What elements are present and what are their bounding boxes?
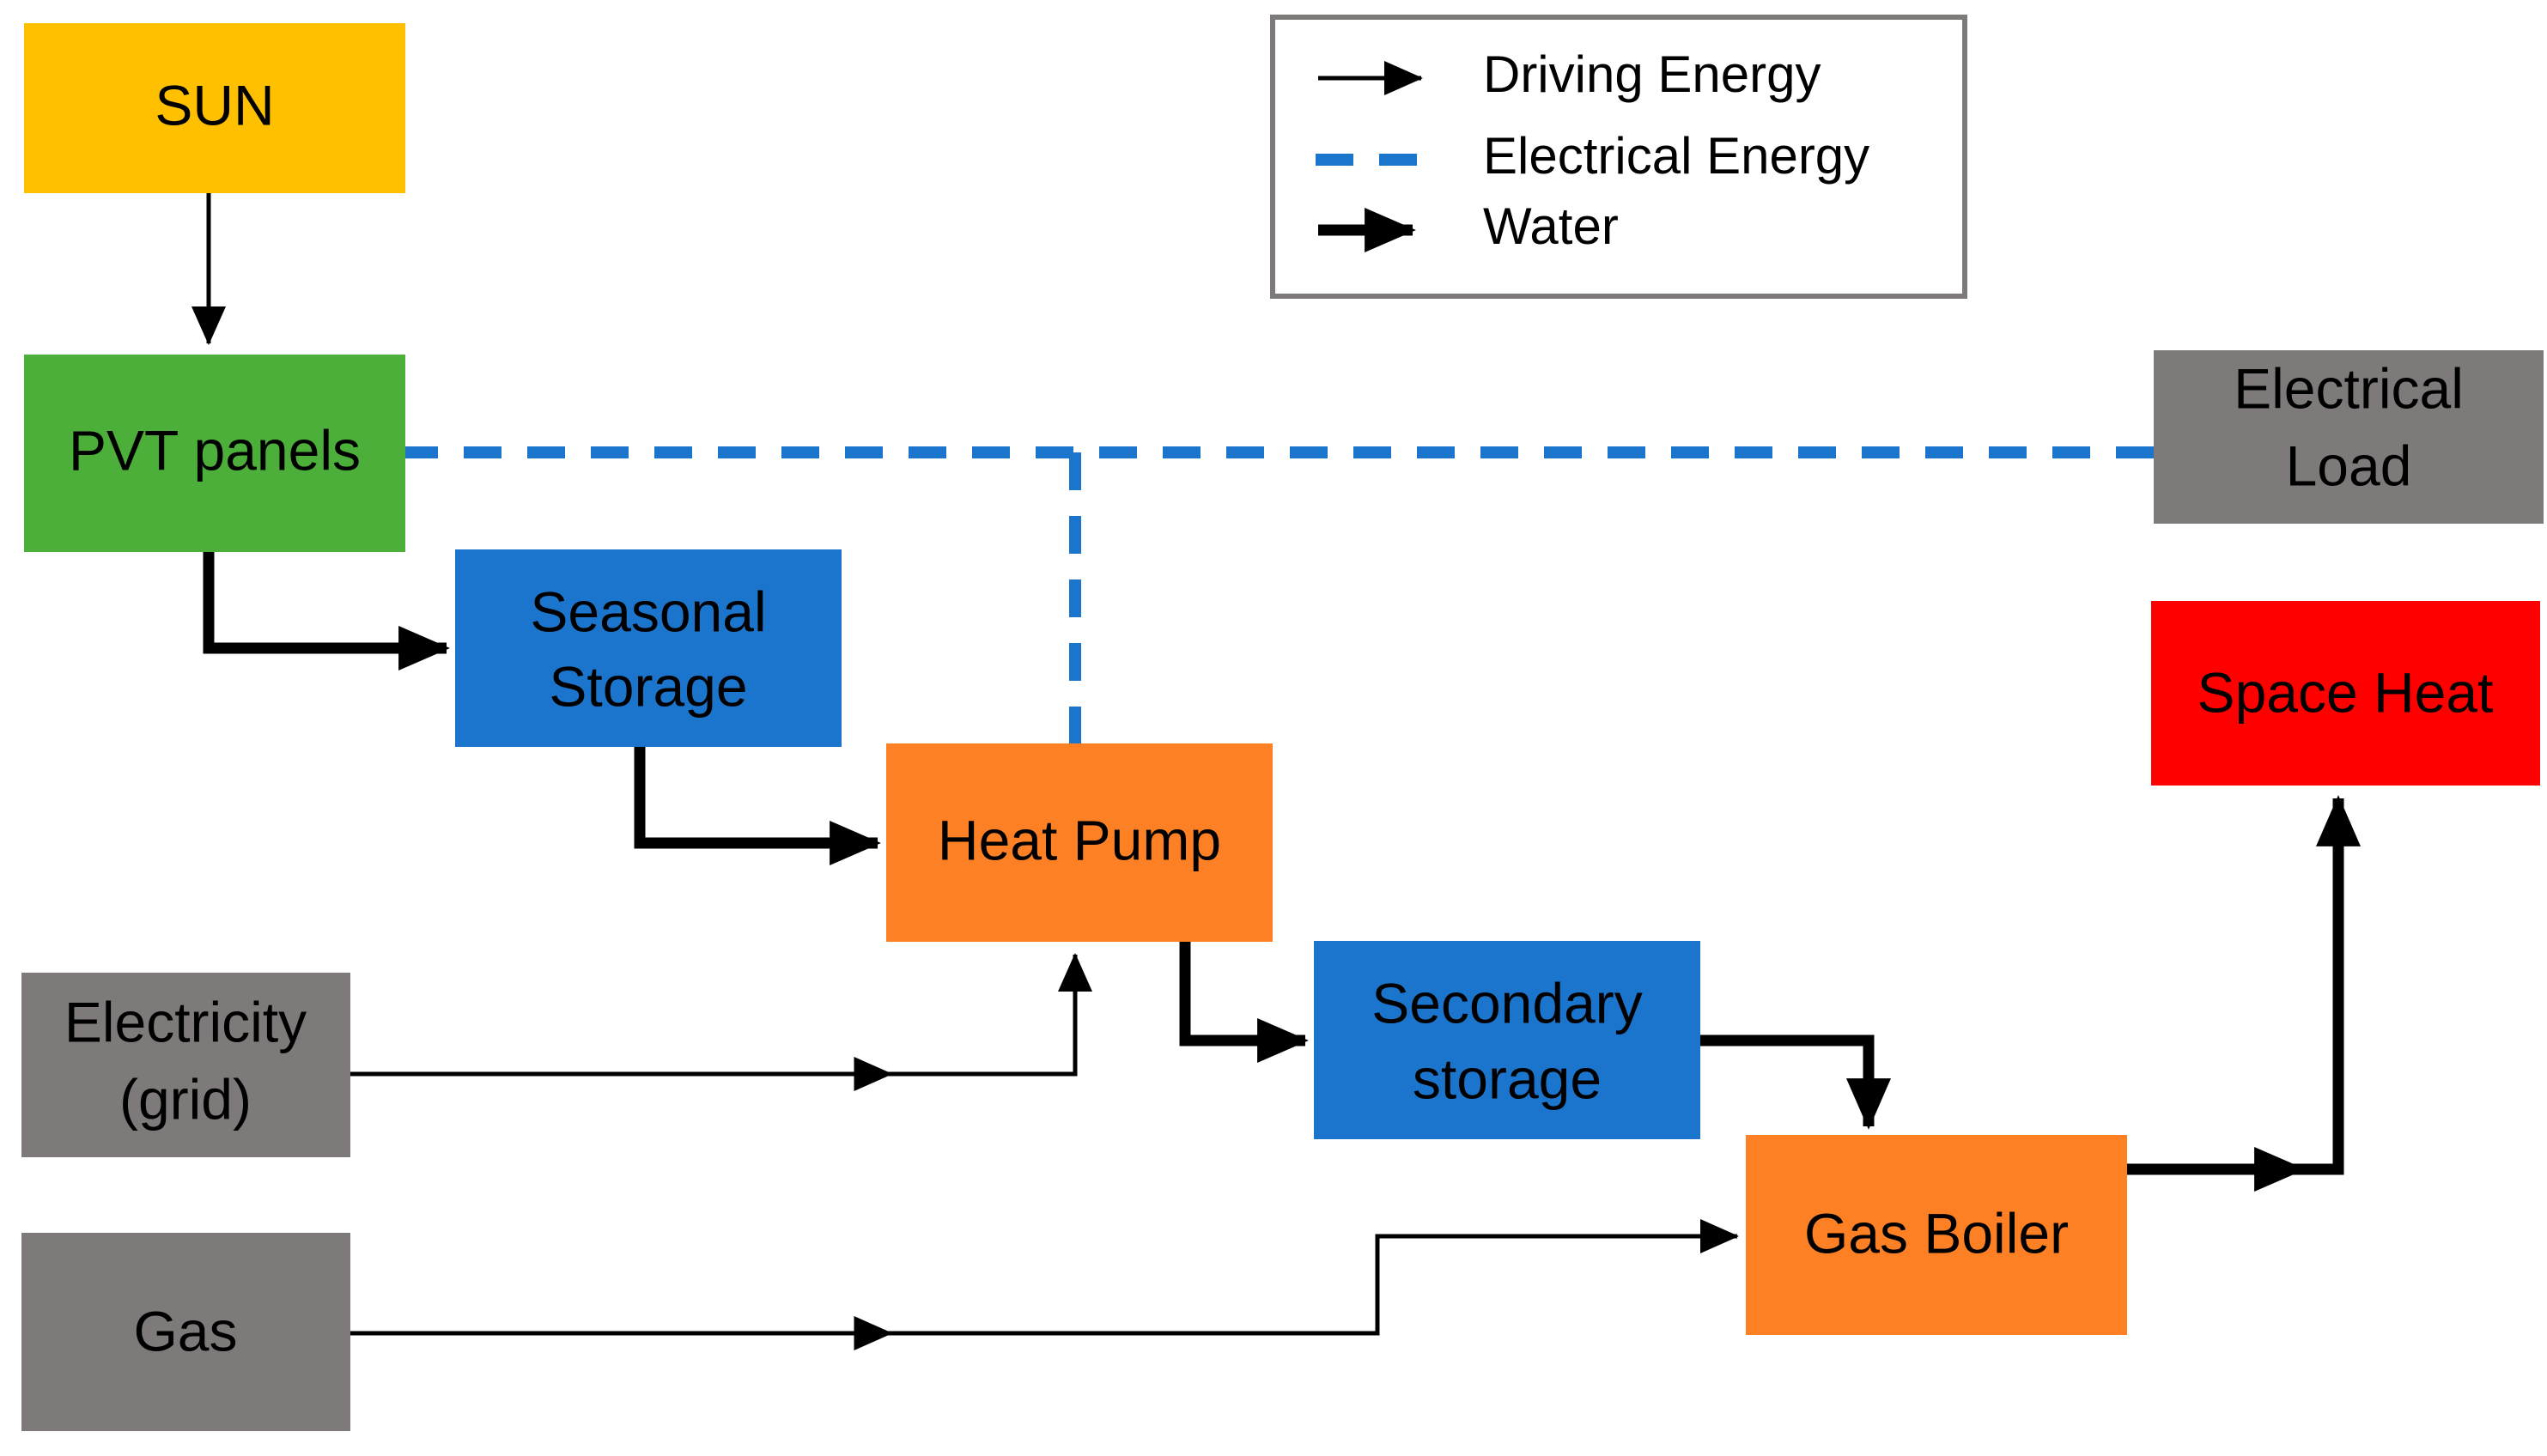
node-gas-boiler-rect	[1746, 1135, 2127, 1335]
legend-item-electrical-energy: Electrical Energy	[1316, 127, 1869, 185]
node-sun[interactable]: SUN	[24, 23, 405, 193]
node-secondary-storage-label-line2: storage	[1413, 1046, 1602, 1110]
legend-item-driving-energy: Driving Energy	[1318, 46, 1821, 103]
node-secondary-storage-label-line1: Secondary	[1371, 971, 1643, 1034]
node-space-heat[interactable]: Space Heat	[2151, 601, 2540, 786]
edge-heat-pump-to-secondary-storage	[1179, 942, 1309, 1063]
node-secondary-storage[interactable]: Secondary storage	[1314, 941, 1700, 1139]
legend-label-driving-energy: Driving Energy	[1483, 46, 1821, 103]
node-gas-boiler[interactable]: Gas Boiler	[1746, 1135, 2127, 1335]
node-pvt-panels-rect	[24, 355, 405, 552]
node-heat-pump-rect	[886, 743, 1273, 942]
edge-secondary-storage-to-gas-boiler	[1700, 1034, 1891, 1130]
node-pvt-panels[interactable]: PVT panels	[24, 355, 405, 552]
node-heat-pump-label: Heat Pump	[938, 808, 1221, 871]
edge-pvt-to-seasonal-storage	[203, 552, 450, 670]
node-seasonal-storage-rect	[455, 549, 842, 747]
edge-gas-to-gas-boiler	[350, 1219, 1739, 1336]
node-sun-label: SUN	[155, 73, 274, 136]
legend-label-electrical-energy: Electrical Energy	[1483, 127, 1869, 185]
legend: Driving Energy Electrical Energy Water	[1270, 15, 1967, 299]
node-gas-rect	[21, 1233, 350, 1431]
node-gas-boiler-label: Gas Boiler	[1804, 1201, 2069, 1265]
node-electrical-load[interactable]: Electrical Load	[2154, 350, 2544, 524]
edge-electricity-grid-to-heat-pump	[350, 953, 1092, 1077]
node-sun-rect	[24, 23, 405, 193]
node-gas[interactable]: Gas	[21, 1233, 350, 1431]
edge-gas-boiler-to-space-heat	[2127, 795, 2361, 1175]
node-space-heat-label: Space Heat	[2197, 660, 2494, 724]
edge-seasonal-storage-to-heat-pump	[634, 747, 881, 865]
node-heat-pump[interactable]: Heat Pump	[886, 743, 1273, 942]
legend-label-water: Water	[1483, 197, 1619, 255]
node-seasonal-storage-label-line1: Seasonal	[530, 579, 766, 643]
node-electricity-grid[interactable]: Electricity (grid)	[21, 973, 350, 1157]
node-gas-label: Gas	[133, 1299, 237, 1362]
node-secondary-storage-rect	[1314, 941, 1700, 1139]
node-electrical-load-label-line2: Load	[2286, 434, 2412, 497]
node-electrical-load-label-line1: Electrical	[2234, 356, 2464, 420]
node-electricity-grid-label-line1: Electricity	[64, 990, 307, 1053]
node-electricity-grid-rect	[21, 973, 350, 1157]
node-seasonal-storage-label-line2: Storage	[549, 654, 747, 718]
legend-item-water: Water	[1318, 197, 1619, 255]
node-electrical-load-rect	[2154, 350, 2544, 524]
node-pvt-panels-label: PVT panels	[69, 418, 361, 482]
node-space-heat-rect	[2151, 601, 2540, 786]
node-seasonal-storage[interactable]: Seasonal Storage	[455, 549, 842, 747]
node-electricity-grid-label-line2: (grid)	[119, 1067, 252, 1131]
